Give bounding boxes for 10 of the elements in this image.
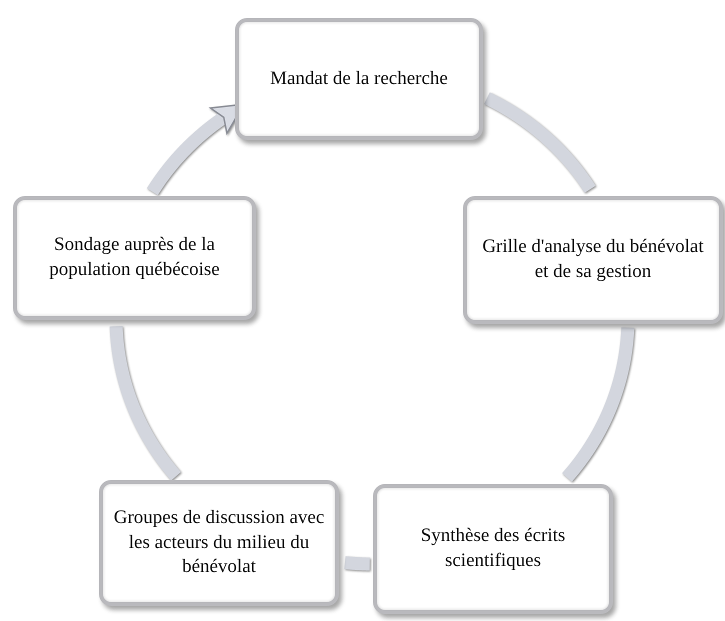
- step-box: [463, 196, 723, 324]
- step-box: [13, 196, 256, 320]
- step-box: [373, 484, 613, 614]
- step-text: Groupes de discussion avec les acteurs du milieu du bénévolat: [113, 506, 325, 580]
- step-box: [235, 18, 483, 140]
- step-box: [99, 480, 339, 606]
- step-text: Mandat de la recherche: [270, 66, 448, 91]
- step-text: Synthèse des écrits scientifiques: [420, 524, 566, 573]
- step-text: Sondage auprès de la population québécoise: [48, 233, 221, 282]
- step-text: Grille d'analyse du bénévolat et de sa gestion: [481, 235, 705, 284]
